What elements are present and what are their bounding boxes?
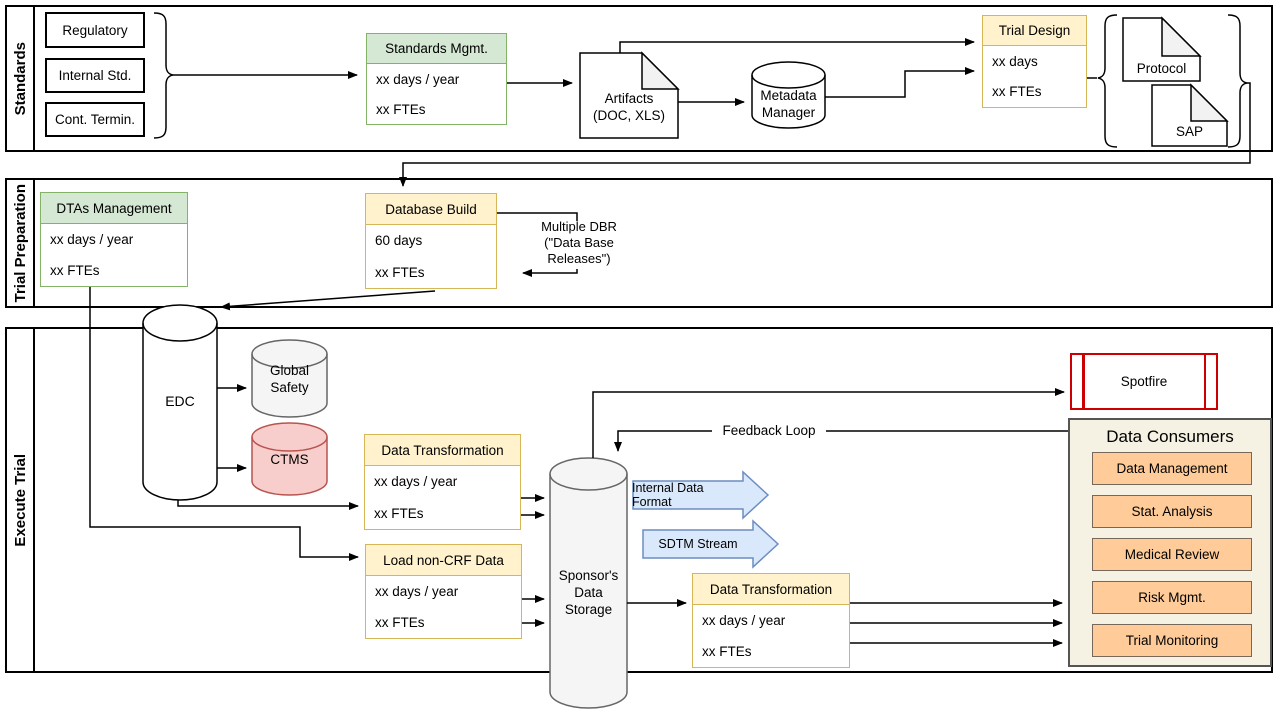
sap-label: SAP bbox=[1175, 124, 1203, 139]
box-spotfire: Spotfire bbox=[1070, 353, 1218, 410]
data-transformation-1-row1: xx days / year bbox=[374, 474, 458, 490]
lane-trial-preparation-label: Trial Preparation bbox=[7, 180, 35, 306]
data-consumers-panel: Data Consumers Data Management Stat. Ana… bbox=[1068, 418, 1272, 667]
standards-mgmt-title: Standards Mgmt. bbox=[367, 34, 506, 64]
protocol-label: Protocol bbox=[1136, 61, 1187, 76]
sponsor-storage-cylinder bbox=[549, 457, 628, 709]
trial-design-row2: xx FTEs bbox=[992, 84, 1042, 100]
load-non-crf-row1: xx days / year bbox=[375, 584, 459, 599]
trial-design-title: Trial Design bbox=[983, 16, 1086, 46]
ctms-label: CTMS bbox=[270, 452, 309, 467]
box-regulatory: Regulatory bbox=[45, 12, 145, 48]
database-build-title: Database Build bbox=[366, 194, 496, 225]
standards-mgmt-row2: xx FTEs bbox=[376, 101, 426, 117]
metadata-manager-cylinder bbox=[751, 61, 826, 129]
data-transformation-2-row1: xx days / year bbox=[702, 613, 786, 628]
database-build-row2: xx FTEs bbox=[375, 264, 425, 280]
data-consumers-title: Data Consumers bbox=[1106, 427, 1234, 446]
brace-documents-right bbox=[1227, 14, 1248, 148]
global-safety-cylinder bbox=[251, 339, 328, 418]
data-transformation-1-row2: xx FTEs bbox=[374, 505, 424, 521]
feedback-loop-label: Feedback Loop bbox=[712, 423, 826, 438]
box-database-build: Database Build 60 days xx FTEs bbox=[365, 193, 497, 289]
lane-standards-label: Standards bbox=[7, 7, 35, 150]
artifacts-label: Artifacts (DOC, XLS) bbox=[592, 91, 665, 123]
brace-documents-left bbox=[1097, 14, 1118, 148]
brace-standards-sources bbox=[153, 12, 174, 139]
spotfire-label: Spotfire bbox=[1120, 374, 1168, 389]
data-transformation-2-row2: xx FTEs bbox=[702, 644, 752, 659]
ctms-cylinder bbox=[251, 422, 328, 496]
consumer-risk-mgmt: Risk Mgmt. bbox=[1092, 581, 1252, 614]
load-non-crf-row2: xx FTEs bbox=[375, 615, 425, 630]
spotfire-right-bar bbox=[1203, 355, 1206, 408]
sap-document bbox=[1151, 83, 1229, 147]
protocol-document bbox=[1122, 16, 1202, 82]
spotfire-left-bar bbox=[1082, 355, 1085, 408]
sponsor-storage-label: Sponsor's Data Storage bbox=[558, 568, 619, 617]
artifacts-document bbox=[579, 51, 680, 139]
box-dtas-management: DTAs Management xx days / year xx FTEs bbox=[40, 192, 188, 287]
internal-data-format-label: Internal Data Format bbox=[632, 481, 704, 509]
trial-design-row1: xx days bbox=[992, 53, 1038, 69]
dtas-row1: xx days / year bbox=[50, 232, 134, 247]
box-data-transformation-1: Data Transformation xx days / year xx FT… bbox=[364, 434, 521, 530]
load-non-crf-title: Load non-CRF Data bbox=[366, 545, 521, 576]
edc-label: EDC bbox=[165, 393, 195, 409]
dtas-title: DTAs Management bbox=[41, 193, 187, 224]
standards-mgmt-row1: xx days / year bbox=[376, 71, 460, 87]
data-transformation-1-title: Data Transformation bbox=[365, 435, 520, 466]
consumer-medical-review: Medical Review bbox=[1092, 538, 1252, 571]
consumer-data-management: Data Management bbox=[1092, 452, 1252, 485]
sdtm-stream-label: SDTM Stream bbox=[658, 537, 738, 551]
edc-cylinder bbox=[142, 304, 218, 501]
global-safety-label: Global Safety bbox=[269, 363, 310, 395]
box-standards-mgmt: Standards Mgmt. xx days / year xx FTEs bbox=[366, 33, 507, 125]
box-load-non-crf: Load non-CRF Data xx days / year xx FTEs bbox=[365, 544, 522, 639]
consumer-trial-monitoring: Trial Monitoring bbox=[1092, 624, 1252, 657]
dtas-row2: xx FTEs bbox=[50, 263, 100, 278]
connectors bbox=[89, 38, 1251, 647]
lane-execute-trial-label: Execute Trial bbox=[7, 329, 35, 671]
multiple-dbr-note: Multiple DBR ("Data Base Releases") bbox=[541, 219, 617, 266]
database-build-row1: 60 days bbox=[375, 233, 423, 249]
sdtm-stream-arrow bbox=[642, 519, 780, 569]
box-trial-design: Trial Design xx days xx FTEs bbox=[982, 15, 1087, 108]
box-internal-std: Internal Std. bbox=[45, 58, 145, 93]
data-transformation-2-title: Data Transformation bbox=[693, 574, 849, 605]
internal-data-format-arrow bbox=[632, 470, 770, 520]
box-cont-termin: Cont. Termin. bbox=[45, 102, 145, 137]
metadata-manager-label: Metadata Manager bbox=[760, 88, 817, 120]
consumer-stat-analysis: Stat. Analysis bbox=[1092, 495, 1252, 528]
lane-trial-preparation: Trial Preparation bbox=[5, 178, 1273, 308]
box-data-transformation-2: Data Transformation xx days / year xx FT… bbox=[692, 573, 850, 668]
